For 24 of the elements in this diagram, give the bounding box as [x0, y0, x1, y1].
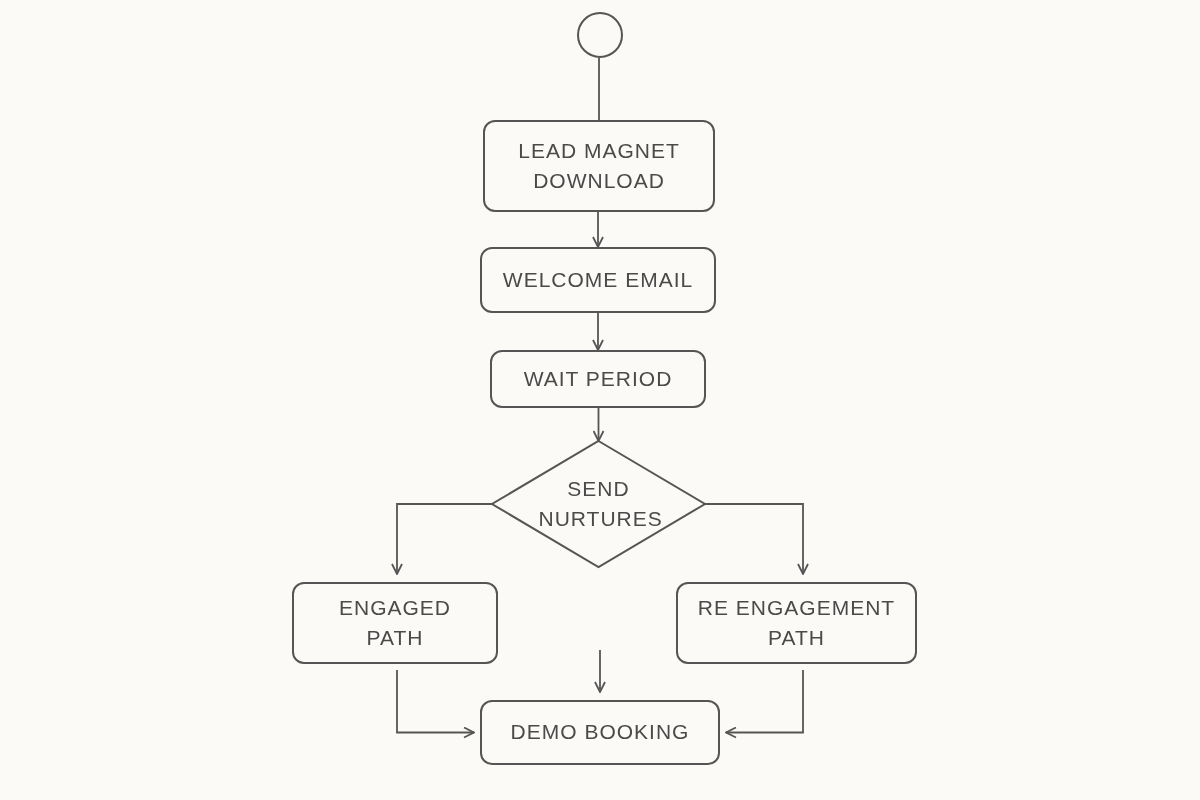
arrow	[704, 503, 809, 575]
node-label: SEND NURTURES	[537, 475, 664, 532]
arrow	[592, 407, 605, 442]
arrow	[396, 669, 475, 739]
arrow	[594, 649, 606, 693]
node-label: WELCOME EMAIL	[501, 266, 695, 293]
arrow	[592, 211, 604, 248]
start-circle	[577, 12, 623, 58]
node-label: WAIT PERIOD	[522, 365, 674, 392]
process-box	[676, 582, 917, 664]
process-box	[480, 247, 716, 313]
node-label: RE ENGAGEMENT PATH	[696, 594, 897, 651]
arrow	[725, 669, 804, 739]
decision-diamond	[492, 441, 705, 567]
node-label: LEAD MAGNET DOWNLOAD	[517, 137, 681, 194]
node-label: DEMO BOOKING	[509, 719, 691, 746]
process-box	[292, 582, 498, 664]
connector-line	[598, 57, 600, 121]
arrow	[391, 503, 493, 575]
process-box	[480, 700, 720, 765]
node-label: ENGAGED PATH	[338, 594, 452, 651]
arrow	[592, 312, 604, 351]
process-box	[490, 350, 706, 408]
process-box	[483, 120, 715, 212]
